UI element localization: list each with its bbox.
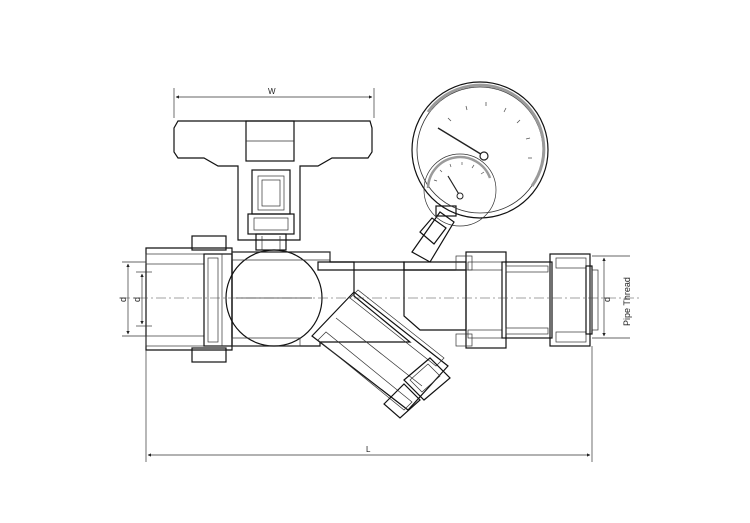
width-dimension: W [173,87,375,118]
strainer-leg [311,289,451,419]
outlet-body [403,251,599,349]
thermometer-needle [447,175,461,197]
left-diameter-dimensions: d d [118,261,152,337]
diameter-left-inner-label: d [132,297,142,302]
width-label: W [268,87,276,96]
valve-stem [247,169,295,251]
diameter-left-label: d [118,297,128,302]
handwheel-icon [173,120,373,241]
pressure-gauge-icon [411,81,549,227]
length-label: L [366,445,371,454]
length-dimension: L [145,346,593,462]
diameter-right-label: d [602,297,612,302]
right-diameter-dimension: d Pipe Thread [592,255,632,339]
gauge-needle [437,127,485,157]
gauge-ticks [447,102,532,159]
inlet-union [145,235,233,363]
pipe-thread-label: Pipe Thread [622,277,632,326]
gauge-connector [411,205,457,263]
